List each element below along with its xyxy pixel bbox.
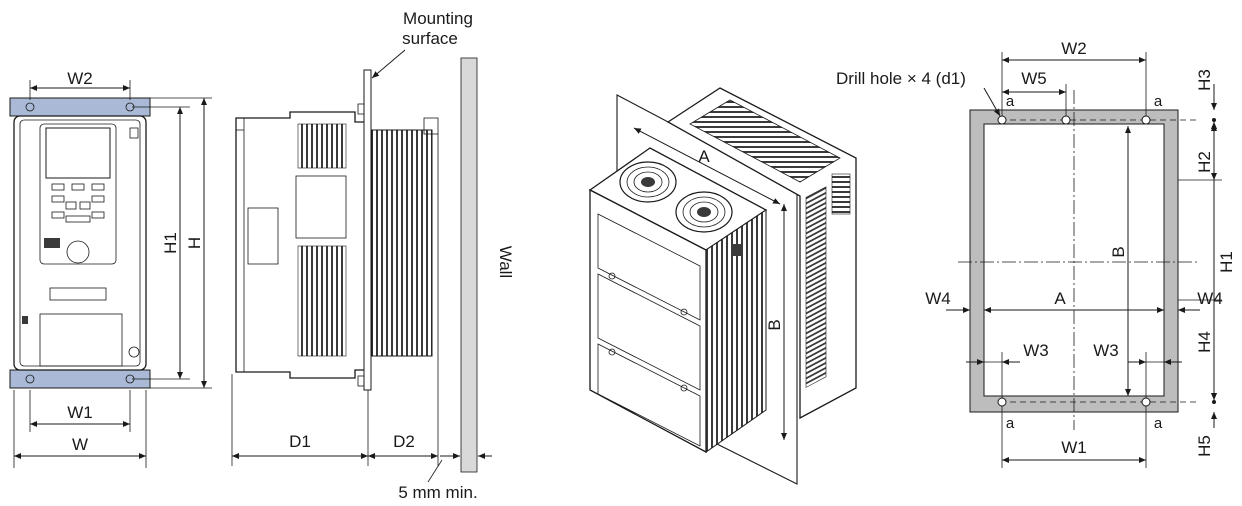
cutout-label-a: A — [1054, 289, 1066, 308]
wall-label: Wall — [496, 246, 515, 278]
cutout-label-h2: H2 — [1195, 151, 1214, 173]
iso-dim-label-b: B — [765, 319, 784, 330]
drive-body-front — [13, 115, 147, 371]
side-internal-fins-bottom — [297, 245, 347, 357]
isometric-view: A B — [588, 87, 857, 485]
dim-label-w2: W2 — [67, 69, 93, 88]
drill-hole — [1141, 115, 1151, 125]
cutout-panel-frame — [969, 109, 1179, 413]
cutout-label-h1: H1 — [1217, 251, 1236, 273]
cutout-label-h4: H4 — [1195, 331, 1214, 353]
iso-side-vents — [805, 186, 827, 388]
mounting-plate — [363, 69, 372, 391]
cutout-label-w3-left: W3 — [1023, 341, 1049, 360]
cutout-label-h5: H5 — [1195, 435, 1214, 457]
clearance-label: 5 mm min. — [398, 483, 477, 502]
side-view: Mounting surface Wall D1 D2 5 mm min. — [231, 9, 515, 502]
cutout-label-w2: W2 — [1061, 39, 1087, 58]
drill-hole — [997, 397, 1007, 407]
mounting-surface-label-2: surface — [402, 29, 458, 48]
mounting-surface-label-1: Mounting — [403, 9, 473, 28]
cutout-label-w3-right: W3 — [1093, 341, 1119, 360]
cutout-label-w4-left: W4 — [925, 289, 951, 308]
dim-label-d2: D2 — [393, 432, 415, 451]
fan-icon — [675, 191, 733, 233]
hole-label-a-tl: a — [1006, 93, 1015, 110]
drill-hole-label: Drill hole × 4 (d1) — [836, 69, 966, 88]
dim-label-w1: W1 — [67, 403, 93, 422]
cutout-label-w5: W5 — [1021, 69, 1047, 88]
dim-label-w: W — [72, 435, 88, 454]
panel-cutout-view: a a a a Drill hole × 4 (d1) W2 W5 W1 A W… — [836, 39, 1236, 468]
bottom-bracket — [9, 369, 151, 389]
ground-icon — [128, 346, 140, 358]
drill-hole — [1061, 115, 1071, 125]
dim-label-h1: H1 — [161, 232, 180, 254]
cutout-label-h3: H3 — [1195, 69, 1214, 91]
top-bracket — [9, 97, 151, 117]
iso-heatsink-fins — [705, 209, 767, 453]
drill-hole — [997, 115, 1007, 125]
drill-hole — [1141, 397, 1151, 407]
wall — [460, 57, 478, 473]
iso-dim-label-a: A — [698, 147, 710, 166]
dim-label-d1: D1 — [289, 432, 311, 451]
fan-icon — [619, 161, 677, 203]
side-internal-fins-top — [297, 123, 347, 169]
hole-label-a-bl: a — [1006, 415, 1015, 432]
cutout-label-w4-right: W4 — [1197, 289, 1223, 308]
hole-label-a-tr: a — [1154, 93, 1163, 110]
dim-label-h: H — [185, 237, 204, 249]
keypad-icon — [39, 123, 117, 265]
cutout-label-b: B — [1109, 246, 1128, 257]
heatsink-side — [371, 129, 433, 357]
front-view: W2 W1 W H1 H — [9, 69, 212, 468]
hole-label-a-br: a — [1154, 415, 1163, 432]
cutout-label-w1: W1 — [1061, 438, 1087, 457]
